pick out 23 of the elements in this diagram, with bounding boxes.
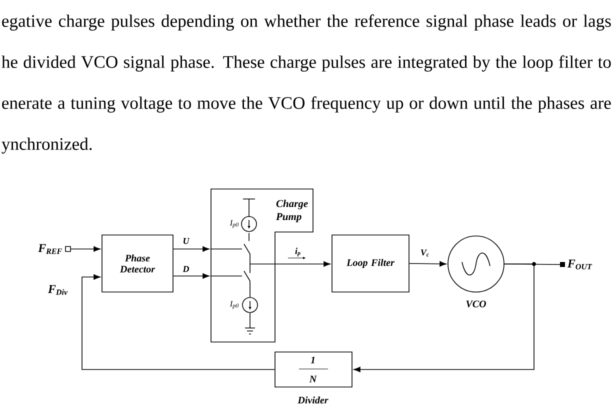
arrow: [275, 261, 330, 267]
arrow: [82, 274, 275, 370]
arrow: [173, 273, 210, 279]
edge-label: V$_{c}$: [420, 250, 429, 256]
output-terminal: F$_{OUT}$: [560, 260, 592, 270]
node-label: F$_{OUT}$: [567, 260, 592, 270]
node-label: Divider: [298, 396, 328, 404]
edge-label: U: [184, 238, 190, 244]
edge-label: F$_{Div}$: [48, 285, 68, 295]
arrow: [173, 246, 210, 252]
body-text: egative charge pulses depending on whether the reference signal phase leads or lags he divided VCO signal phase. These charge pulses are integrated by the loop filter to enerate a tuning voltage to move the VCO frequency up or down until the phases are ynchronized.: [2, 14, 611, 154]
process-box: Loop Filter: [332, 234, 410, 292]
arrow: [354, 264, 534, 372]
divider-box: 1 N Divider: [274, 352, 352, 404]
arrow: [409, 261, 446, 267]
arrow: [70, 246, 100, 252]
input-terminal: F$_{REF}$: [38, 244, 71, 254]
process-box: Phase Detector: [102, 234, 174, 292]
node-label: F$_{REF}$: [38, 244, 62, 254]
edge-label: D: [182, 266, 190, 272]
current-label: I$_{p0}$: [230, 220, 239, 228]
edge-label: i$_{p}$: [295, 248, 300, 256]
current-label: I$_{p0}$: [230, 301, 239, 309]
